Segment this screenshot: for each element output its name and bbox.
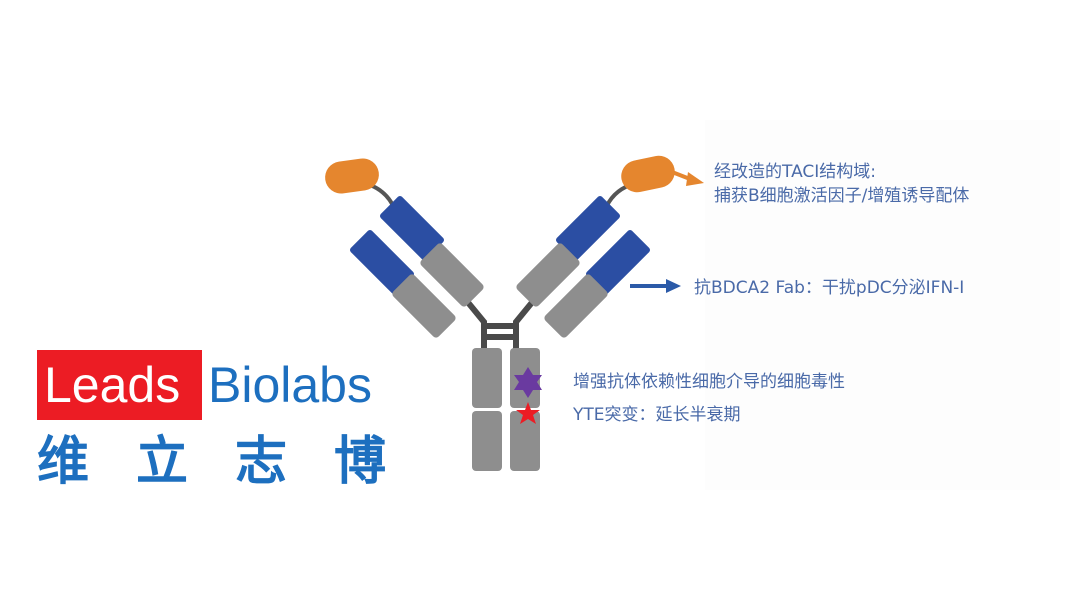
right-heavy-variable-domain: [556, 196, 620, 260]
left-light-constant-domain: [392, 274, 456, 338]
left-taci-domain: [325, 158, 379, 194]
left-ch2-domain: [472, 348, 502, 408]
yte-mutation-star-icon: [516, 402, 540, 424]
left-hinge-line: [463, 298, 487, 350]
adcc-enhancement-star-icon: [514, 367, 542, 398]
right-ch3-domain: [510, 411, 540, 471]
left-ch3-domain: [472, 411, 502, 471]
taci-arrow-icon: [671, 170, 704, 186]
right-hinge-line: [513, 298, 537, 350]
right-light-constant-domain: [544, 274, 608, 338]
right-taci-domain: [621, 155, 675, 193]
left-fab-arm: [325, 158, 484, 338]
taci-label-line2: 捕获B细胞激活因子/增殖诱导配体: [714, 186, 970, 206]
fc-region: [472, 348, 540, 471]
logo-leads-text: Leads: [44, 357, 181, 413]
left-light-variable-domain: [350, 230, 414, 294]
right-light-variable-domain: [586, 230, 650, 294]
fab-arrow-icon: [630, 279, 681, 293]
left-heavy-constant-domain: [420, 243, 484, 307]
logo-red-box: [37, 350, 202, 420]
adcc-label: 增强抗体依赖性细胞介导的细胞毒性: [573, 372, 845, 392]
logo-biolabs-text: Biolabs: [208, 357, 372, 413]
logo-chinese-name: 维立志博: [37, 432, 434, 492]
fab-label: 抗BDCA2 Fab：干扰pDC分泌IFN-I: [694, 278, 965, 298]
annotation-panel-background: [705, 120, 1060, 490]
yte-label: YTE突变：延长半衰期: [573, 405, 741, 425]
right-heavy-constant-domain: [516, 243, 580, 307]
right-fab-arm: [516, 155, 675, 338]
left-heavy-variable-domain: [380, 196, 444, 260]
taci-label-line1: 经改造的TACI结构域:: [714, 162, 877, 182]
